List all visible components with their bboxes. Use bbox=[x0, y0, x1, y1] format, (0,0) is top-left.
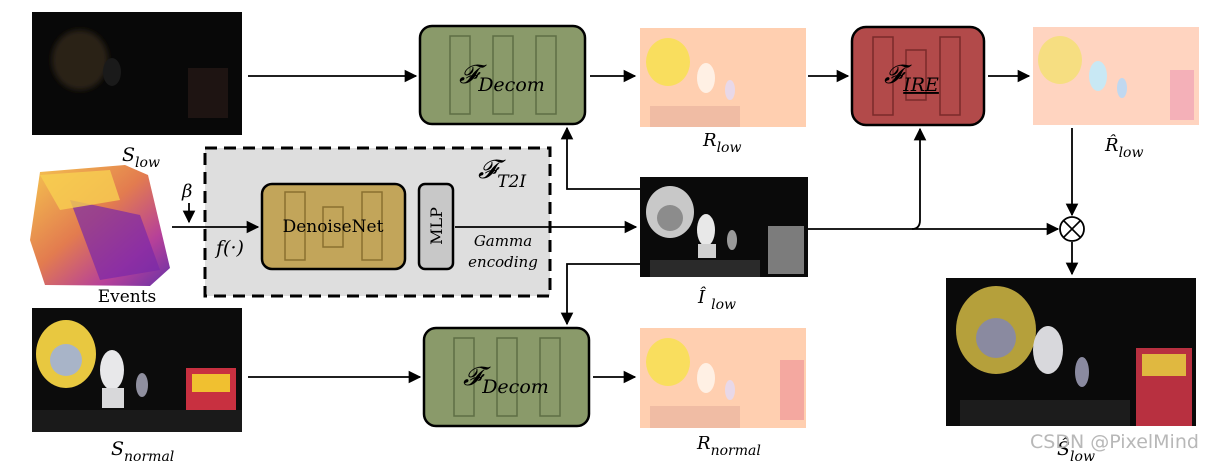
s-hat-low-image bbox=[946, 278, 1196, 426]
connector-arrows bbox=[172, 69, 1079, 384]
gamma-label-2: encoding bbox=[468, 253, 538, 271]
decom-bottom-label: 𝓕Decom bbox=[463, 362, 549, 398]
denoisenet-block: DenoiseNet bbox=[260, 182, 407, 271]
s-hat-low-label: Ŝlow bbox=[1057, 437, 1095, 462]
f-function-label: f(·) bbox=[214, 237, 244, 259]
r-low-label: Rlow bbox=[702, 130, 741, 156]
decom-top-block: 𝓕Decom bbox=[418, 24, 587, 126]
events-image bbox=[30, 165, 170, 286]
mlp-label: MLP bbox=[427, 207, 446, 245]
r-hat-low-label: R̂low bbox=[1104, 134, 1143, 161]
decom-bottom-block: 𝓕Decom bbox=[422, 326, 591, 428]
i-hat-low-image bbox=[640, 177, 808, 277]
ire-block: 𝓕IRE bbox=[850, 25, 986, 127]
gamma-label-1: Gamma bbox=[474, 232, 532, 250]
r-hat-low-image bbox=[1033, 27, 1199, 125]
mlp-block: MLP bbox=[417, 182, 455, 271]
r-normal-image bbox=[640, 328, 806, 428]
events-label: Events bbox=[98, 287, 157, 307]
r-normal-label: Rnormal bbox=[696, 433, 761, 459]
s-normal-label: Snormal bbox=[111, 438, 174, 462]
s-low-label: Slow bbox=[122, 144, 160, 171]
beta-label: β bbox=[181, 181, 192, 202]
s-normal-image bbox=[32, 308, 242, 432]
s-low-image bbox=[32, 12, 242, 135]
watermark: CSDN @PixelMind bbox=[1030, 431, 1199, 453]
r-low-image bbox=[640, 28, 806, 127]
denoisenet-label: DenoiseNet bbox=[283, 217, 384, 237]
multiply-node bbox=[1059, 216, 1085, 242]
